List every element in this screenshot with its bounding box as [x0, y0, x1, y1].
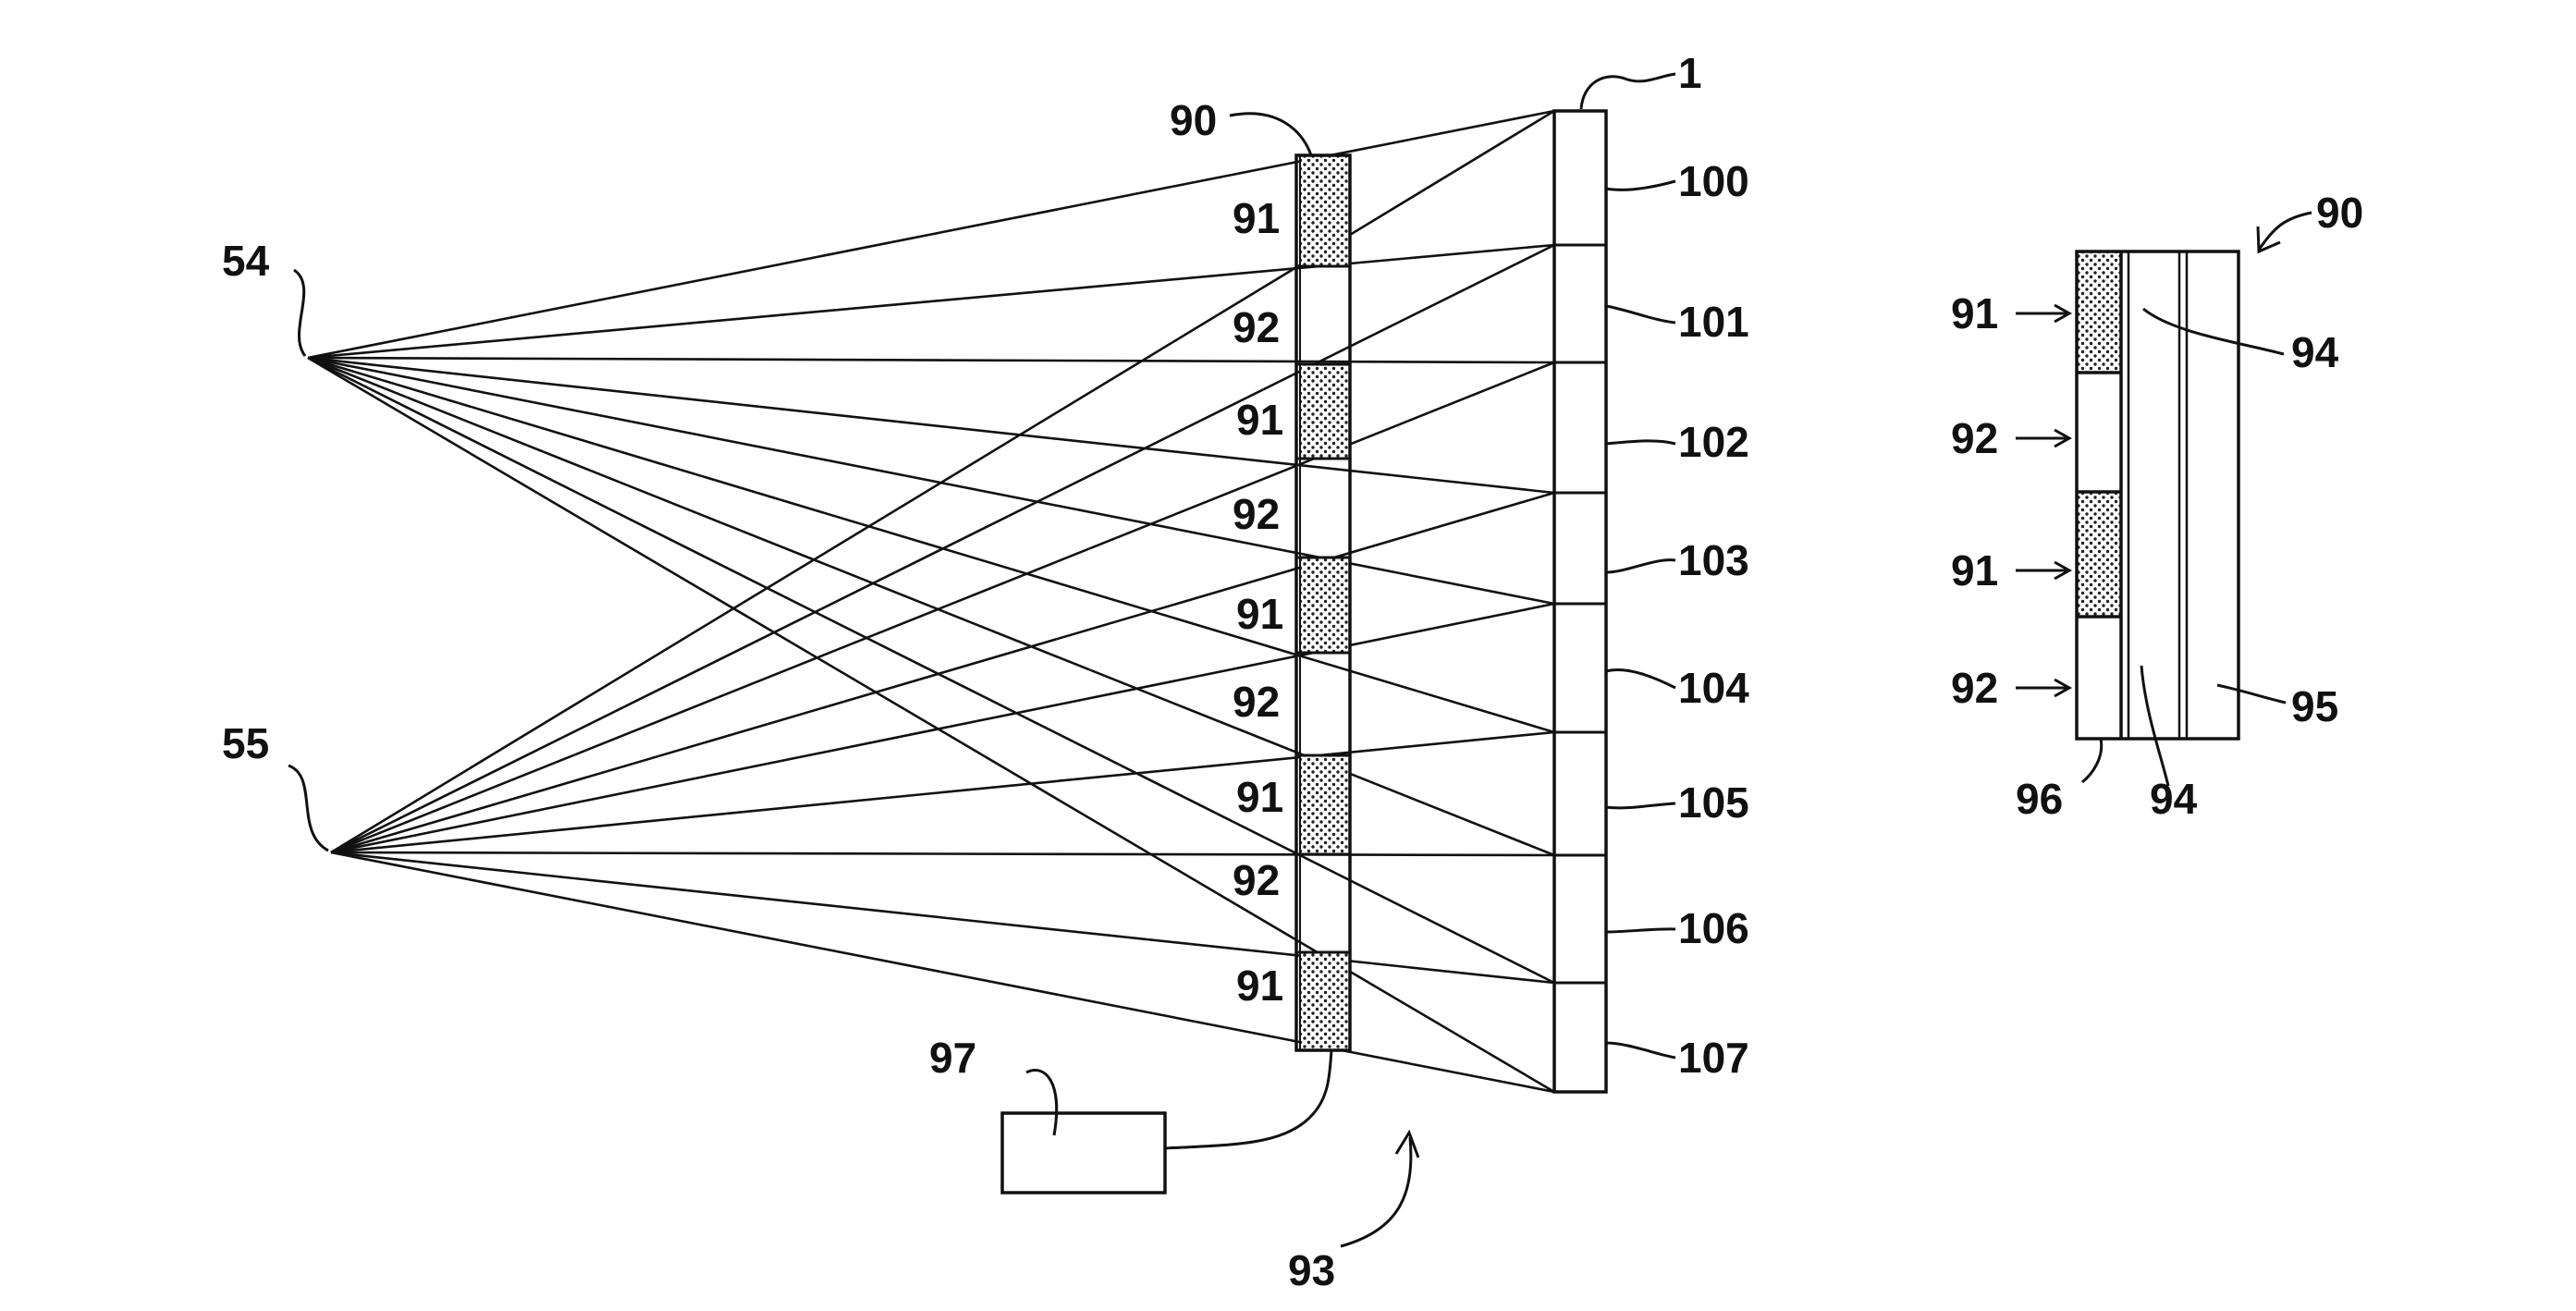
label-93: 93 — [1288, 1246, 1335, 1294]
filter-detail-view — [2016, 213, 2312, 786]
filter-segment-91 — [1300, 364, 1350, 459]
ray-from-54 — [308, 358, 1554, 362]
label-55: 55 — [222, 719, 269, 767]
leader-102 — [1606, 441, 1675, 444]
ray-from-54 — [308, 358, 1554, 493]
label-1: 1 — [1678, 49, 1702, 97]
label-detail-91-b: 91 — [1951, 546, 1998, 594]
label-seg-91-c: 91 — [1236, 590, 1283, 638]
leader-106 — [1606, 929, 1675, 932]
label-zone-104: 104 — [1678, 664, 1749, 712]
label-90-detail: 90 — [2316, 189, 2363, 237]
filter-segment-91 — [1300, 755, 1350, 854]
ray-from-55 — [331, 245, 1554, 852]
leader-105 — [1606, 803, 1675, 808]
detail-arrow-91-a — [2016, 305, 2069, 322]
display-zone-dividers — [1554, 245, 1606, 983]
label-detail-96: 96 — [2016, 775, 2063, 823]
label-detail-92-a: 92 — [1951, 414, 1998, 462]
filter-90 — [1296, 155, 1350, 1050]
detail-arrow-92-b — [2016, 680, 2069, 696]
leader-101 — [1606, 306, 1675, 323]
detail-arrow-91-b — [2016, 562, 2069, 579]
label-97: 97 — [929, 1034, 976, 1082]
control-wire — [1165, 1050, 1331, 1148]
filter-segment-91 — [1300, 952, 1350, 1050]
ray-from-54 — [308, 358, 1554, 604]
detail-arrow-90 — [2258, 213, 2312, 251]
label-detail-91-a: 91 — [1951, 289, 1998, 337]
light-rays — [308, 111, 1554, 1092]
leader-90 — [1230, 114, 1311, 155]
label-seg-92-b: 92 — [1233, 490, 1280, 538]
filter-segment-91 — [1300, 557, 1350, 653]
label-seg-92-c: 92 — [1233, 678, 1280, 726]
label-zone-107: 107 — [1678, 1034, 1749, 1082]
label-detail-94-b: 94 — [2150, 775, 2198, 823]
label-seg-91-a: 91 — [1233, 194, 1280, 242]
ray-from-54 — [308, 111, 1554, 358]
ray-from-55 — [331, 852, 1554, 983]
detail-leader-96 — [2082, 739, 2102, 782]
ray-from-55 — [331, 111, 1554, 852]
ray-from-54 — [308, 358, 1554, 983]
label-90-main: 90 — [1170, 96, 1217, 144]
ray-from-55 — [331, 493, 1554, 852]
ray-from-54 — [308, 245, 1554, 358]
ray-from-55 — [331, 852, 1554, 855]
filter-segment-91 — [1300, 155, 1350, 266]
detail-leader-95 — [2217, 685, 2286, 703]
label-seg-91-b: 91 — [1236, 396, 1283, 444]
label-detail-94-a: 94 — [2291, 328, 2339, 376]
label-zone-103: 103 — [1678, 536, 1749, 584]
leader-107 — [1606, 1043, 1675, 1058]
label-zone-101: 101 — [1678, 298, 1749, 346]
label-zone-105: 105 — [1678, 778, 1749, 827]
ray-from-55 — [331, 362, 1554, 852]
leader-55 — [288, 766, 328, 851]
ray-from-55 — [331, 604, 1554, 852]
detail-leader-94-a — [2143, 309, 2284, 354]
leader-54 — [294, 270, 305, 356]
leader-100 — [1606, 181, 1675, 190]
ray-from-55 — [331, 732, 1554, 852]
leader-93 — [1341, 1137, 1411, 1246]
ray-from-54 — [308, 358, 1554, 855]
detail-arrow-92-a — [2016, 430, 2069, 447]
label-detail-95: 95 — [2291, 682, 2338, 730]
label-seg-92-d: 92 — [1233, 856, 1280, 904]
control-box-97 — [1002, 1113, 1165, 1193]
leader-97 — [1026, 1071, 1057, 1135]
label-54: 54 — [222, 237, 270, 285]
label-seg-91-e: 91 — [1236, 962, 1283, 1010]
leader-1 — [1581, 74, 1675, 109]
label-zone-106: 106 — [1678, 904, 1749, 952]
ray-from-54 — [308, 358, 1554, 1092]
reference-labels: 1 90 90 54 55 93 97 100 101 102 103 104 … — [222, 49, 2363, 1294]
arrowhead-93 — [1396, 1133, 1418, 1158]
detail-leader-94-b — [2141, 666, 2168, 786]
label-zone-100: 100 — [1678, 157, 1749, 205]
label-seg-91-d: 91 — [1236, 773, 1283, 821]
label-zone-102: 102 — [1678, 418, 1749, 466]
label-detail-92-b: 92 — [1951, 664, 1998, 712]
leader-104 — [1606, 669, 1675, 688]
display-panel-1 — [1554, 111, 1606, 1092]
leader-103 — [1606, 560, 1675, 572]
label-seg-92-a: 92 — [1233, 303, 1280, 351]
